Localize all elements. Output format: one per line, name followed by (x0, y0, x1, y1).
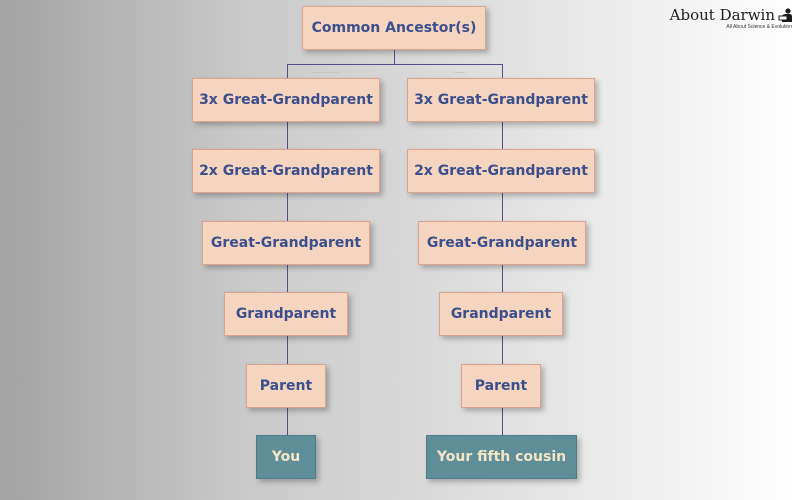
connector-sibling-bar (287, 64, 502, 65)
brand-subtitle: All About Science & Evolution (726, 24, 792, 30)
connector-root-down (394, 50, 395, 64)
left-2x-great-grandparent-node: 2x Great-Grandparent (192, 149, 380, 193)
left-3x-great-grandparent-node: 3x Great-Grandparent (192, 78, 380, 122)
connector-shadow (455, 72, 465, 73)
brand-title: About Darwin (669, 6, 775, 24)
right-2x-great-grandparent-node: 2x Great-Grandparent (407, 149, 595, 193)
left-grandparent-node: Grandparent (224, 292, 348, 336)
brand-logo: About Darwin All About Science & Evoluti… (670, 6, 794, 30)
right-grandparent-node: Grandparent (439, 292, 563, 336)
brand-title-row: About Darwin (670, 6, 794, 24)
left-parent-node: Parent (246, 364, 326, 408)
you-node: You (256, 435, 316, 479)
right-great-grandparent-node: Great-Grandparent (418, 221, 586, 265)
fifth-cousin-node: Your fifth cousin (426, 435, 577, 479)
connector-shadow (310, 72, 340, 73)
right-3x-great-grandparent-node: 3x Great-Grandparent (407, 78, 595, 122)
left-great-grandparent-node: Great-Grandparent (202, 221, 370, 265)
common-ancestor-node: Common Ancestor(s) (302, 6, 486, 50)
right-parent-node: Parent (461, 364, 541, 408)
reading-figure-icon (778, 8, 792, 22)
